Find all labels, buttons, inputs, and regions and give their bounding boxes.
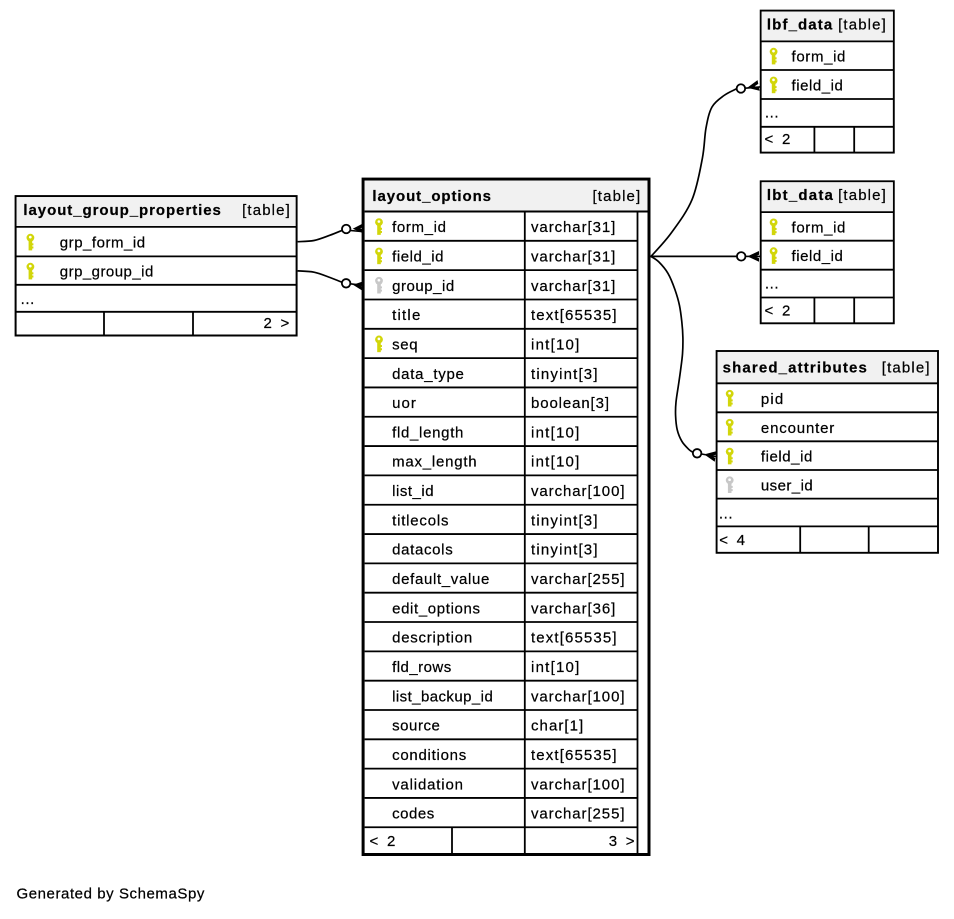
svg-text:varchar[31]: varchar[31] [531,278,615,295]
svg-text:int[10]: int[10] [531,454,579,471]
svg-text:[table]: [table] [882,360,930,377]
svg-text:pid: pid [761,391,783,408]
svg-text:encounter: encounter [761,420,834,437]
svg-text:2 >: 2 > [264,315,290,332]
svg-text:form_id: form_id [792,49,846,66]
svg-text:...: ... [765,104,779,121]
svg-text:[table]: [table] [838,187,886,204]
svg-text:fld_rows: fld_rows [392,659,451,676]
svg-text:...: ... [719,506,733,523]
svg-text:lbf_data: lbf_data [767,16,833,33]
svg-text:max_length: max_length [392,454,477,471]
svg-text:varchar[31]: varchar[31] [531,248,615,265]
svg-text:varchar[31]: varchar[31] [531,219,615,236]
svg-text:form_id: form_id [792,219,846,236]
svg-text:data_type: data_type [392,366,464,383]
svg-text:varchar[255]: varchar[255] [531,806,625,823]
svg-text:[table]: [table] [838,16,886,33]
svg-text:source: source [392,718,440,735]
svg-text:varchar[36]: varchar[36] [531,600,615,617]
svg-text:validation: validation [392,776,463,793]
svg-text:...: ... [21,291,35,308]
svg-text:boolean[3]: boolean[3] [531,395,609,412]
svg-text:description: description [392,630,472,647]
svg-text:fld_length: fld_length [392,424,463,441]
svg-text:grp_group_id: grp_group_id [60,264,154,281]
svg-text:< 4: < 4 [719,532,745,549]
svg-text:titlecols: titlecols [392,512,448,529]
svg-text:datacols: datacols [392,542,453,559]
svg-text:list_backup_id: list_backup_id [392,688,493,705]
svg-text:edit_options: edit_options [392,600,480,617]
svg-text:form_id: form_id [392,219,446,236]
svg-text:uor: uor [392,395,416,412]
svg-text:char[1]: char[1] [531,718,583,735]
svg-text:int[10]: int[10] [531,424,579,441]
svg-text:tinyint[3]: tinyint[3] [531,366,598,383]
svg-text:field_id: field_id [792,78,843,95]
svg-text:< 2: < 2 [370,833,396,850]
svg-text:varchar[255]: varchar[255] [531,571,625,588]
svg-text:varchar[100]: varchar[100] [531,483,625,500]
svg-text:text[65535]: text[65535] [531,307,617,324]
svg-text:field_id: field_id [761,449,812,466]
svg-text:varchar[100]: varchar[100] [531,776,625,793]
svg-text:list_id: list_id [392,483,434,500]
svg-text:int[10]: int[10] [531,336,579,353]
svg-text:varchar[100]: varchar[100] [531,688,625,705]
svg-text:layout_group_properties: layout_group_properties [23,202,221,219]
svg-text:tinyint[3]: tinyint[3] [531,542,598,559]
svg-text:conditions: conditions [392,747,466,764]
svg-text:3 >: 3 > [609,833,635,850]
svg-text:int[10]: int[10] [531,659,579,676]
svg-text:field_id: field_id [392,248,443,265]
svg-text:lbt_data: lbt_data [767,187,834,204]
svg-text:tinyint[3]: tinyint[3] [531,512,598,529]
svg-text:group_id: group_id [392,278,454,295]
svg-text:layout_options: layout_options [372,188,491,205]
svg-text:field_id: field_id [792,248,843,265]
svg-text:[table]: [table] [242,202,290,219]
svg-text:[table]: [table] [593,188,641,205]
svg-text:shared_attributes: shared_attributes [723,360,867,377]
svg-text:seq: seq [392,336,418,353]
svg-text:default_value: default_value [392,571,489,588]
svg-text:< 2: < 2 [765,303,791,320]
svg-text:< 2: < 2 [765,131,791,148]
svg-text:Generated by SchemaSpy: Generated by SchemaSpy [17,885,205,902]
svg-text:title: title [392,307,420,324]
svg-text:text[65535]: text[65535] [531,747,617,764]
svg-text:...: ... [765,275,779,292]
svg-text:user_id: user_id [761,477,813,494]
svg-text:grp_form_id: grp_form_id [60,235,145,252]
svg-text:codes: codes [392,806,434,823]
svg-text:text[65535]: text[65535] [531,630,617,647]
